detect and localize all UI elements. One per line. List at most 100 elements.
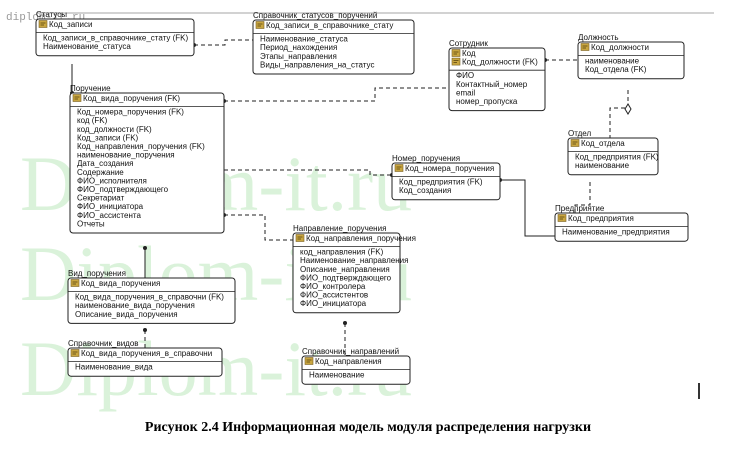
entity-predpriyatie: ПредприятиеКод_предприятияНаименование_п… xyxy=(554,204,689,242)
relationship-diamond xyxy=(624,103,632,115)
entity-attribute: Этапы_направления xyxy=(260,52,337,61)
entity-attribute: email xyxy=(456,88,475,97)
entity-attribute: ФИО_инициатора xyxy=(300,299,367,308)
entity-attribute: Код_направления_поручения (FK) xyxy=(77,142,205,151)
key-icon xyxy=(451,49,461,57)
relationship-end-dot xyxy=(143,246,147,250)
entity-spr_stat: Справочник_статусов_порученийКод_записи_… xyxy=(252,11,415,75)
entity-attribute: Код_записи (FK) xyxy=(77,133,139,142)
entity-attribute: Наименование_направления xyxy=(300,256,408,265)
entity-attribute: Наименование_статуса xyxy=(43,42,131,51)
entity-attribute: наименование xyxy=(585,57,640,66)
key-icon xyxy=(255,21,265,29)
entity-pk: Код_направления_поручения xyxy=(306,234,416,243)
entity-pk: Код_должности xyxy=(591,43,649,52)
entity-pk: Код_номера_поручения xyxy=(405,164,494,173)
relationship-line xyxy=(194,39,253,46)
entity-box xyxy=(69,92,225,234)
entity-box xyxy=(35,18,195,57)
entity-spr_vidov: Справочник_видовКод_вида_поручения_в_спр… xyxy=(67,339,223,377)
entity-pk: Код_направления xyxy=(315,357,382,366)
entity-pk: Код xyxy=(462,49,476,58)
entity-box xyxy=(448,47,546,112)
key-icon xyxy=(70,279,80,287)
entity-attribute: ФИО_исполнителя xyxy=(77,176,147,185)
entity-attribute: код (FK) xyxy=(77,116,108,125)
entity-box xyxy=(292,232,401,314)
entity-attribute: Код_вида_поручения_в_справочни (FK) xyxy=(75,293,224,302)
entity-attribute: Код_предприятия (FK) xyxy=(575,153,659,162)
key-icon xyxy=(451,57,461,66)
entity-attribute: ФИО_подтверждающего xyxy=(77,185,169,194)
relationship-line xyxy=(224,214,293,241)
entity-box xyxy=(301,355,411,385)
entity-attribute: код_направления (FK) xyxy=(300,248,384,257)
entity-pk: Код_предприятия xyxy=(568,214,634,223)
entity-statusy: СтатусыКод_записиКод_записи_в_справочник… xyxy=(35,10,195,57)
entity-box xyxy=(577,41,685,80)
entity-attribute: код_должности (FK) xyxy=(77,125,152,134)
entity-attribute: Наименование_предприятия xyxy=(562,228,670,237)
entity-title: Предприятие xyxy=(555,204,605,213)
key-icon xyxy=(70,349,80,357)
entity-title: Направление_поручения xyxy=(293,224,386,233)
entity-attribute: номер_пропуска xyxy=(456,97,518,106)
entity-pk: Код_записи_в_справочнике_стату xyxy=(266,21,393,30)
entity-pk: Код_вида_поручения (FK) xyxy=(83,94,180,103)
entity-box xyxy=(567,137,659,176)
entity-attribute: ФИО_контролера xyxy=(300,282,366,291)
entity-title: Статусы xyxy=(36,10,67,19)
entity-attribute: Наименование_статуса xyxy=(260,35,348,44)
key-icon xyxy=(295,234,305,242)
entity-attribute: Секретариат xyxy=(77,194,125,203)
key-icon xyxy=(304,357,314,365)
entity-attribute: Код_номера_поручения (FK) xyxy=(77,108,184,117)
entity-attribute: наименование_вида_поручения xyxy=(75,301,195,310)
relationship-line xyxy=(500,179,555,237)
entity-attribute: Наименование_вида xyxy=(75,363,153,372)
key-icon xyxy=(580,43,590,51)
entity-pk: Код_вида_поручения xyxy=(81,279,160,288)
entity-box xyxy=(554,212,689,242)
entity-title: Должность xyxy=(578,33,619,42)
relationship-line xyxy=(609,90,629,139)
relationship-line xyxy=(224,169,392,176)
relationship-line xyxy=(574,182,591,218)
entity-box xyxy=(67,277,236,324)
entity-title: Номер_поручения xyxy=(392,154,460,163)
entity-title: Справочник_видов xyxy=(68,339,139,348)
relationship-end-dot xyxy=(143,328,147,332)
entity-attribute: ФИО_инициатора xyxy=(77,202,144,211)
key-icon xyxy=(557,214,567,222)
entity-attribute: Код_отдела (FK) xyxy=(585,65,647,74)
key-icon xyxy=(394,164,404,172)
entity-title: Поручение xyxy=(70,84,111,93)
entity-title: Отдел xyxy=(568,129,591,138)
entity-pk: Код_отдела xyxy=(581,139,625,148)
entity-title: Справочник_статусов_поручений xyxy=(253,11,377,20)
entity-attribute: ФИО_ассистента xyxy=(77,211,141,220)
entity-attribute: Отчеты xyxy=(77,219,105,228)
entity-box xyxy=(67,347,223,377)
key-icon xyxy=(72,94,82,102)
entity-nomer: Номер_порученияКод_номера_порученияКод_п… xyxy=(391,154,501,201)
entity-attribute: Наименование xyxy=(309,371,365,380)
entity-attribute: Содержание xyxy=(77,168,124,177)
entity-attribute: ФИО_ассистентов xyxy=(300,291,368,300)
entity-attribute: наименование xyxy=(575,161,630,170)
entity-attribute: Код_записи_в_справочнике_стату (FK) xyxy=(43,34,189,43)
entity-attribute: Период_нахождения xyxy=(260,43,337,52)
entity-napravlenie: Направление_порученияКод_направления_пор… xyxy=(292,224,416,314)
entity-attribute: наименование_поручения xyxy=(77,151,175,160)
entity-title: Сотрудник xyxy=(449,39,488,48)
entity-attribute: ФИО_подтверждающего xyxy=(300,273,392,282)
entity-attribute: Код_предприятия (FK) xyxy=(399,178,483,187)
entity-title: Вид_поручения xyxy=(68,269,126,278)
entity-attribute: Дата_создания xyxy=(77,159,133,168)
entity-attribute: Код_создания xyxy=(399,186,451,195)
entity-pk: Код_должности (FK) xyxy=(462,58,538,67)
